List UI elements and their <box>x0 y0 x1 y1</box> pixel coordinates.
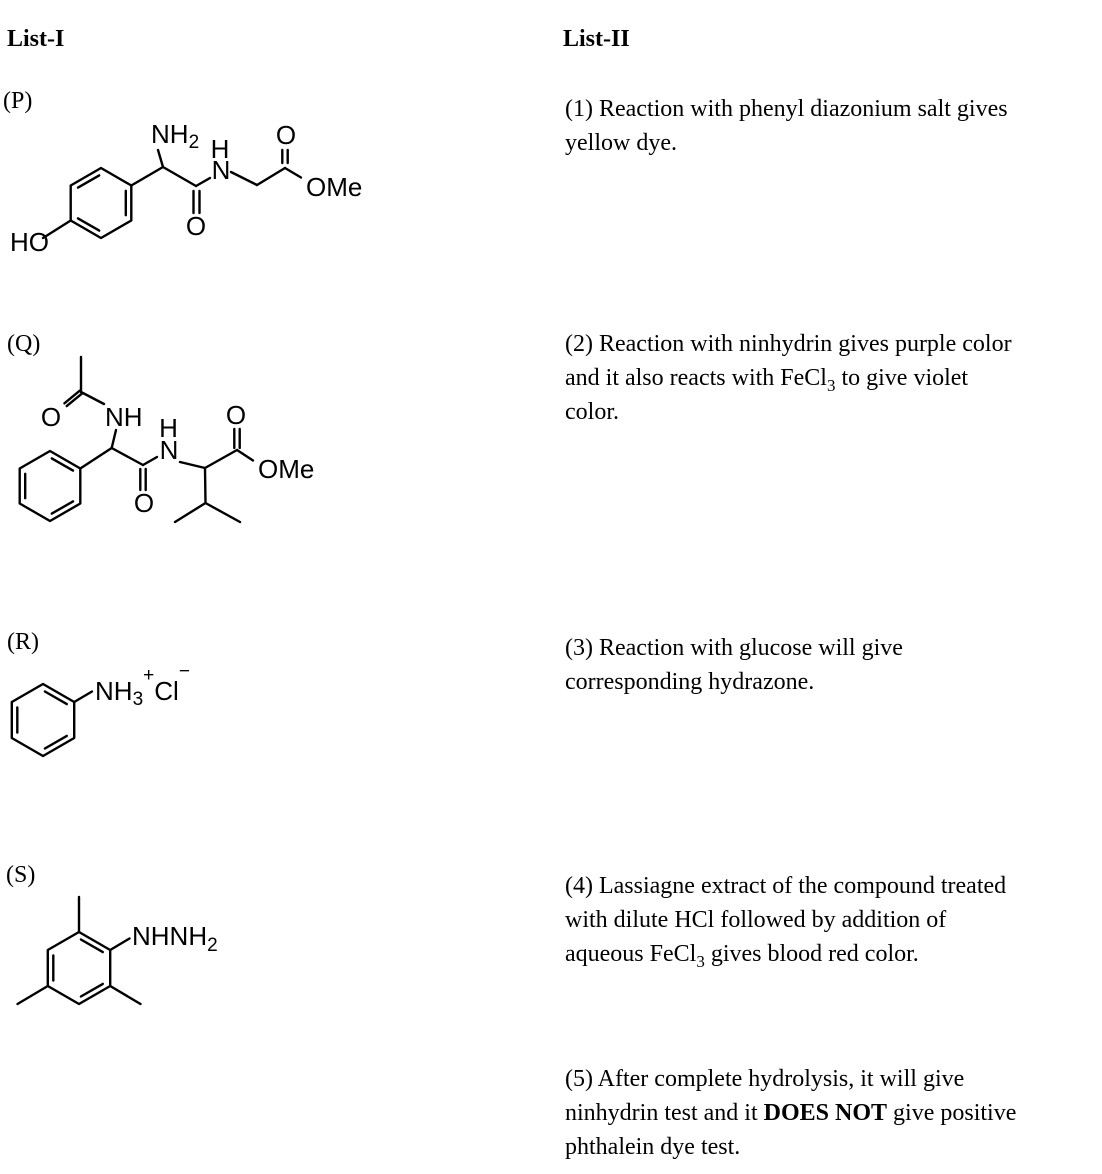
n-to-ch2-bond <box>229 170 259 187</box>
entry-label-r: (R) <box>7 629 39 655</box>
amide-n-label: N <box>212 155 231 185</box>
structure-s-drawing: NHNH2 <box>16 895 218 1006</box>
ester-o-label: O <box>276 120 296 150</box>
anilinium-chloride-label: NH3+Cl− <box>95 661 190 710</box>
hydrazine-bond <box>109 937 131 952</box>
entry-label-s: (S) <box>6 862 36 888</box>
amide-h-label: H <box>211 134 230 164</box>
ring-double-bond <box>43 734 68 750</box>
list2-item-5: (5) After complete hydrolysis, it will g… <box>565 1066 1017 1160</box>
list2-header: List-II <box>563 26 630 52</box>
structure-p-bonds <box>41 148 303 240</box>
ring-double-bond <box>76 217 101 232</box>
alpha-to-nh-bond <box>110 428 118 450</box>
hydrazine-label: NHNH2 <box>132 921 218 956</box>
ring-to-alpha-bond <box>130 165 165 187</box>
hydroxyl-bond <box>41 219 72 240</box>
valine-to-ester-bond <box>203 448 239 470</box>
benzene-ring <box>46 930 112 1006</box>
acetyl-o-label: O <box>41 402 61 432</box>
amine-bond <box>156 148 165 169</box>
ring-to-n-bond <box>73 690 94 704</box>
acetamido-nh-label: NH <box>105 402 143 432</box>
ring-to-alpha-bond <box>79 446 113 470</box>
entry-label-p: (P) <box>3 88 33 114</box>
amide-c-double-o <box>139 467 147 492</box>
amide-o-label: O <box>134 488 154 518</box>
isopropyl-methyl-bond <box>173 501 207 524</box>
ring-double-bond <box>43 690 68 706</box>
ring-double-bond <box>79 982 104 998</box>
list1-header: List-I <box>7 26 65 52</box>
amide-n-label: N <box>160 435 179 465</box>
carbonyl-to-n-bond <box>194 176 212 188</box>
list2-item-4: (4) Lassiagne extract of the compound tr… <box>565 873 1007 971</box>
structure-q-drawing: O NH H N O O OMe <box>18 355 314 524</box>
ester-c-double-o <box>233 427 241 450</box>
carbonyl-to-n-bond <box>141 455 159 467</box>
structure-r-drawing: NH3+Cl− <box>10 661 190 758</box>
ch2-to-ester-bond <box>255 166 287 187</box>
acetyl-c-double-o <box>63 389 84 408</box>
entry-label-q: (Q) <box>7 331 41 357</box>
valine-to-isopropyl-bond <box>203 466 207 505</box>
ester-to-ome-bond <box>283 166 303 179</box>
ester-ome-label: OMe <box>306 172 362 202</box>
structure-s-bonds <box>16 895 142 1006</box>
benzene-ring <box>18 449 82 523</box>
left-methyl-bond <box>16 984 49 1006</box>
amine-label: NH2 <box>151 119 199 153</box>
structure-p-drawing: NH2 H N O O OMe HO <box>10 119 362 257</box>
benzene-ring <box>69 166 133 240</box>
hydroxyl-label: HO <box>10 227 49 257</box>
ester-to-ome-bond <box>235 448 255 462</box>
nh-to-acetyl-bond <box>79 390 106 406</box>
structure-r-bonds <box>10 682 94 758</box>
list2-item-1: (1) Reaction with phenyl diazonium salt … <box>565 96 1008 156</box>
alpha-to-carbonyl-bond <box>161 165 198 188</box>
ring-double-bond <box>79 938 104 954</box>
right-methyl-bond <box>109 984 142 1006</box>
amide-o-label: O <box>186 211 206 241</box>
benzene-ring <box>10 682 76 758</box>
ring-double-bond <box>50 500 75 515</box>
ring-double-bond <box>76 174 101 189</box>
ester-o-label: O <box>226 400 246 430</box>
ring-double-bond <box>50 457 75 472</box>
ester-c-double-o <box>281 148 289 165</box>
isopropyl-methyl-bond <box>204 501 242 524</box>
list2-item-2: (2) Reaction with ninhydrin gives purple… <box>565 331 1012 425</box>
n-to-valine-bond <box>178 460 207 470</box>
amide-h-label: H <box>159 413 178 443</box>
alpha-to-carbonyl-bond <box>110 446 145 467</box>
ester-ome-label: OMe <box>258 454 314 484</box>
amide-c-double-o <box>192 189 201 215</box>
structure-q-bonds <box>18 355 255 524</box>
